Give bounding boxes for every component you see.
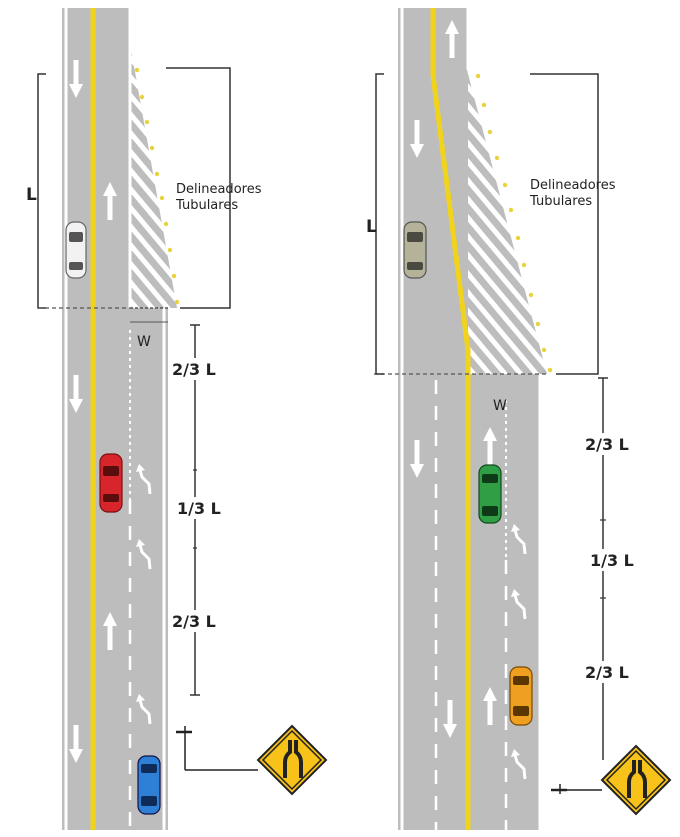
right-dim-lower: 2/3 L: [585, 663, 629, 682]
road-narrows-sign-icon: [256, 724, 328, 796]
right-panel: L Delineadores Tubulares W 2/3 L 1/3 L 2…: [366, 8, 672, 830]
right-delineators-label: Delineadores: [530, 178, 616, 193]
left-dim-upper: 2/3 L: [172, 360, 216, 379]
right-width-label: W: [493, 398, 507, 414]
car-icon: [403, 221, 427, 279]
right-center-line: [430, 8, 471, 830]
tubular-delineator-icon: [134, 67, 180, 305]
car-icon: [509, 666, 533, 726]
right-dim-upper: 2/3 L: [585, 435, 629, 454]
left-dim-middle: 1/3 L: [177, 499, 221, 518]
right-length-label: L: [366, 217, 377, 237]
left-delineators-label-2: Tubulares: [175, 198, 238, 213]
left-panel: L Delineadores Tubulares W 2/3 L 1/3 L 2…: [26, 8, 328, 830]
left-delineators-label: Delineadores: [176, 182, 262, 197]
right-delineators-label-2: Tubulares: [529, 194, 592, 209]
car-icon: [478, 464, 502, 524]
car-icon: [137, 755, 161, 815]
left-width-label: W: [137, 334, 151, 350]
right-dim-middle: 1/3 L: [590, 551, 634, 570]
car-icon: [99, 453, 123, 513]
left-road-lower: [62, 308, 168, 830]
left-dim-lower: 2/3 L: [172, 612, 216, 631]
left-length-label: L: [26, 185, 37, 205]
road-narrows-sign-icon: [600, 744, 672, 816]
tubular-delineator-icon: [475, 73, 553, 373]
car-icon: [65, 221, 87, 279]
